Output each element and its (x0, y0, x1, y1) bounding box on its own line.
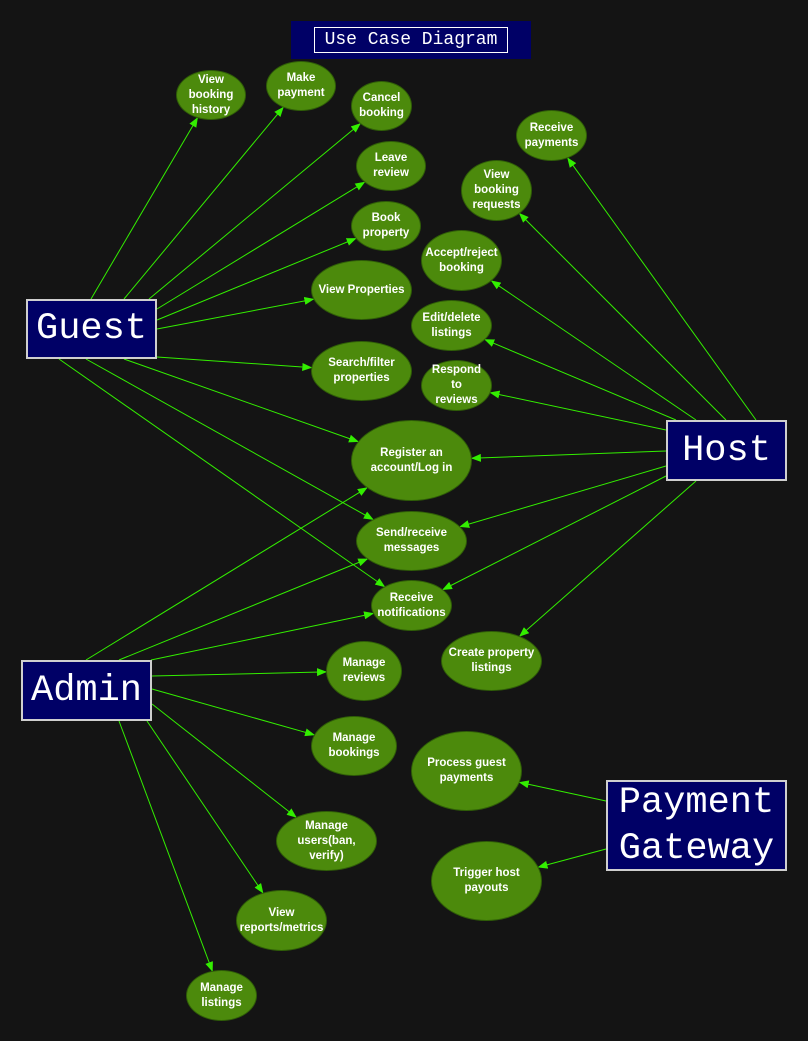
usecase-search-filter-properties[interactable]: Search/filter properties (311, 341, 412, 401)
edge-guest-to-receive-notifications (58, 358, 386, 588)
actor-payment-gateway[interactable]: Payment Gateway (606, 780, 787, 871)
edge-host-to-receive-payments (567, 157, 757, 421)
edge-admin-to-register-login (85, 487, 368, 661)
edge-admin-to-receive-notifications (150, 611, 375, 661)
diagram-title: Use Case Diagram (313, 27, 509, 53)
usecase-manage-users[interactable]: Manage users(ban, verify) (276, 811, 377, 871)
edge-guest-to-view-properties (156, 296, 315, 330)
edge-admin-to-manage-users (151, 703, 297, 818)
usecase-send-receive-messages[interactable]: Send/receive messages (356, 511, 467, 571)
usecase-manage-bookings[interactable]: Manage bookings (311, 716, 397, 776)
actor-admin[interactable]: Admin (21, 660, 152, 721)
edge-host-to-create-property-listings (519, 480, 697, 637)
usecase-accept-reject-booking[interactable]: Accept/reject booking (421, 230, 502, 291)
usecase-trigger-host-payouts[interactable]: Trigger host payouts (431, 841, 542, 921)
diagram-title-box: Use Case Diagram (291, 21, 531, 59)
usecase-manage-reviews[interactable]: Manage reviews (326, 641, 402, 701)
usecase-book-property[interactable]: Book property (351, 201, 421, 251)
edge-payment-gateway-to-trigger-host-payouts (537, 848, 607, 869)
edge-payment-gateway-to-process-guest-payments (518, 780, 607, 802)
usecase-view-booking-history[interactable]: View booking history (176, 70, 246, 120)
edge-host-to-receive-notifications (442, 475, 667, 590)
usecase-register-login[interactable]: Register an account/Log in (351, 420, 472, 501)
usecase-receive-notifications[interactable]: Receive notifications (371, 580, 452, 631)
edge-host-to-register-login (470, 450, 667, 462)
usecase-process-guest-payments[interactable]: Process guest payments (411, 731, 522, 811)
edge-admin-to-manage-listings (118, 720, 213, 972)
usecase-receive-payments[interactable]: Receive payments (516, 110, 587, 161)
usecase-view-properties[interactable]: View Properties (311, 260, 412, 320)
edge-guest-to-register-login (123, 358, 359, 443)
usecase-cancel-booking[interactable]: Cancel booking (351, 81, 412, 131)
edge-guest-to-send-receive-messages (85, 358, 374, 520)
edge-guest-to-cancel-booking (148, 123, 361, 300)
edge-admin-to-manage-reviews (151, 668, 327, 677)
edge-host-to-edit-delete-listings (484, 339, 677, 421)
actor-guest[interactable]: Guest (26, 299, 157, 359)
usecase-leave-review[interactable]: Leave review (356, 141, 426, 191)
edge-guest-to-leave-review (156, 181, 366, 310)
usecase-view-booking-requests[interactable]: View booking requests (461, 160, 532, 221)
edge-admin-to-manage-bookings (151, 688, 316, 737)
usecase-make-payment[interactable]: Make payment (266, 61, 336, 111)
usecase-create-property-listings[interactable]: Create property listings (441, 631, 542, 691)
edge-host-to-view-booking-requests (518, 212, 727, 421)
edge-host-to-send-receive-messages (459, 465, 667, 528)
actor-host[interactable]: Host (666, 420, 787, 481)
usecase-edit-delete-listings[interactable]: Edit/delete listings (411, 300, 492, 351)
edge-guest-to-search-filter-properties (156, 356, 313, 371)
edge-admin-to-send-receive-messages (118, 558, 369, 661)
usecase-view-reports-metrics[interactable]: View reports/metrics (236, 890, 327, 951)
usecase-respond-to-reviews[interactable]: Respond to reviews (421, 360, 492, 411)
edge-guest-to-make-payment (123, 106, 284, 300)
edge-guest-to-view-booking-history (90, 117, 198, 300)
edge-guest-to-book-property (156, 238, 357, 321)
usecase-manage-listings[interactable]: Manage listings (186, 970, 257, 1021)
edges-layer (58, 106, 757, 972)
edge-host-to-respond-to-reviews (489, 390, 667, 431)
edge-host-to-accept-reject-booking (490, 280, 697, 421)
edge-admin-to-view-reports-metrics (146, 720, 264, 894)
